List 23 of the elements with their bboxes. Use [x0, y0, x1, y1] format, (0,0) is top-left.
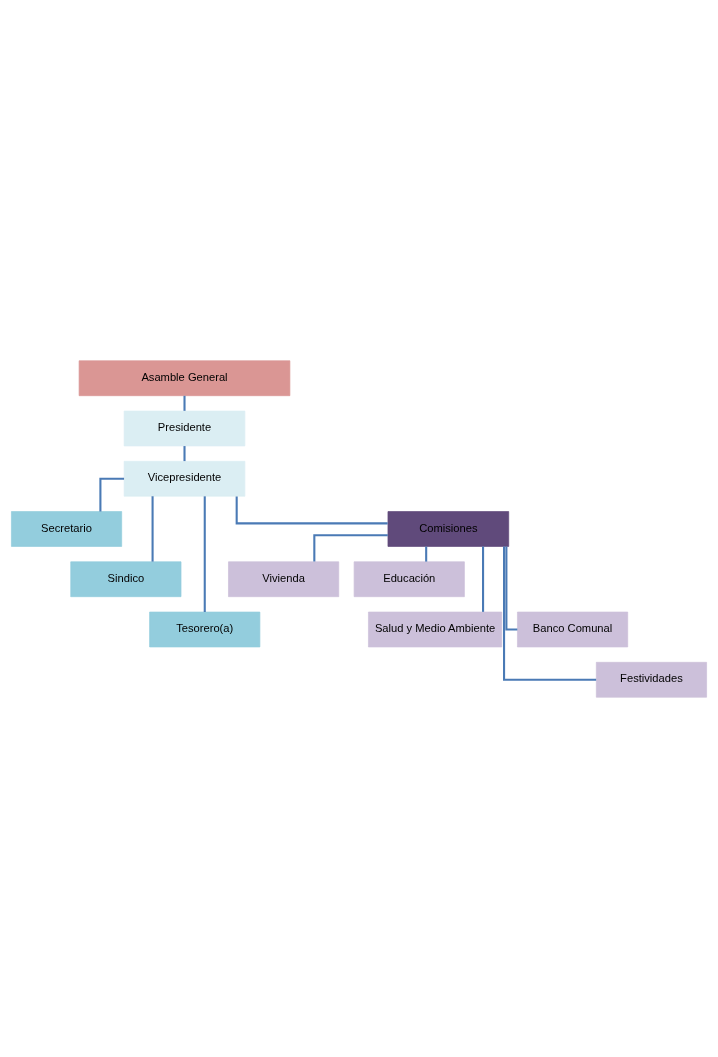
node-box: Vivienda: [228, 560, 340, 597]
node-box: Sindico: [70, 560, 182, 597]
connector: [183, 445, 186, 461]
node-box: Presidente: [123, 410, 246, 446]
node-box: Salud y Medio Ambiente: [368, 611, 503, 647]
node-box: Festividades: [595, 661, 707, 698]
connector: [203, 495, 206, 612]
connector: [482, 546, 485, 612]
node-box: Comisiones: [387, 510, 510, 547]
connector: [503, 546, 597, 681]
connector: [235, 495, 388, 524]
connector: [99, 477, 125, 511]
connector: [183, 395, 186, 411]
node-box: Tesorero(a): [149, 611, 261, 647]
connector: [425, 546, 428, 562]
connector: [313, 533, 388, 562]
connector: [505, 546, 518, 631]
node-box: Vicepresidente: [123, 460, 246, 497]
connector: [151, 495, 154, 562]
node-box: Educación: [353, 560, 465, 597]
node-box: Banco Comunal: [517, 611, 629, 647]
node-box: Asamble General: [78, 359, 291, 396]
node-box: Secretario: [11, 510, 123, 547]
